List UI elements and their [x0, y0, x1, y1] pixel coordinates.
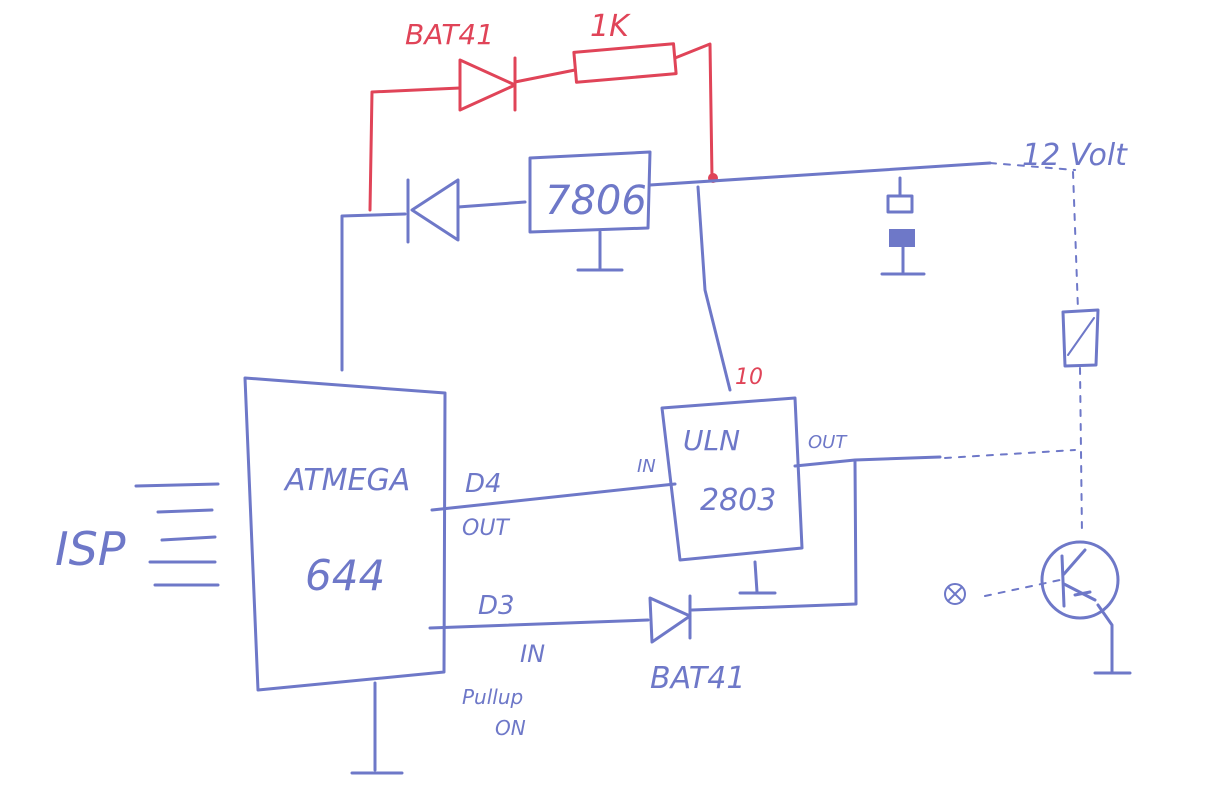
label-on: ON	[495, 716, 526, 740]
wire-diode-7806	[456, 200, 527, 209]
label-d4: D4	[465, 469, 502, 499]
red-wire-left	[368, 86, 462, 212]
label-uln: ULN	[683, 424, 740, 457]
regulator-7806	[528, 150, 652, 234]
capacitor-plate-bottom	[889, 229, 915, 247]
label-bat41-bottom: BAT41	[650, 661, 745, 696]
wire-uln-out	[793, 455, 942, 468]
transistor-emitter	[1062, 582, 1097, 602]
label-1k: 1K	[590, 9, 631, 44]
label-d3: D3	[478, 591, 515, 621]
isp-line-3	[160, 535, 217, 542]
label-isp: ISP	[55, 522, 126, 576]
isp-line-1	[134, 482, 220, 488]
lamp-symbol-cross	[947, 586, 963, 602]
label-pullup: Pullup	[462, 685, 523, 709]
bat41-diode-top-body	[458, 58, 517, 112]
wire-rail-uln-pin10	[696, 185, 732, 392]
uln-ground-lead	[753, 560, 759, 594]
blue-circuit	[134, 150, 1132, 775]
wire-d3-bat41	[428, 618, 650, 630]
lamp-symbol	[944, 583, 966, 605]
transistor-emitter-arrow	[1073, 590, 1092, 597]
label-uln-out: OUT	[808, 432, 848, 453]
label-pin-10: 10	[735, 365, 763, 390]
capacitor-plate-top	[886, 194, 914, 214]
label-644: 644	[305, 551, 385, 600]
transistor-circle	[1040, 540, 1120, 620]
schematic-labels: BAT41 1K 7806 12 Volt ATMEGA 644 ISP ULN…	[55, 9, 1128, 740]
relay-lead-top	[1072, 171, 1079, 311]
red-wire-diode-resistor	[513, 68, 577, 84]
label-d3-in: IN	[520, 640, 545, 668]
atmega-644-chip	[243, 376, 447, 692]
supply-diode-body	[410, 178, 460, 242]
red-wire-right	[673, 42, 714, 180]
wire-atmega-vcc	[340, 212, 407, 372]
transistor-emitter-lead	[1096, 603, 1114, 674]
wire-out-to-bat41	[690, 460, 858, 612]
isp-line-2	[156, 508, 214, 514]
label-d4-out: OUT	[462, 516, 510, 541]
relay-coil-diagonal	[1067, 317, 1095, 356]
bat41-diode-bottom-body	[648, 596, 692, 644]
relay-lead-bottom	[1079, 367, 1083, 536]
resistor-1k	[572, 42, 678, 84]
label-2803: 2803	[700, 483, 776, 518]
label-uln-in: IN	[637, 456, 656, 477]
rail-12v	[648, 161, 992, 187]
red-feedback-path	[368, 42, 718, 212]
transistor-base-lead	[984, 579, 1061, 597]
label-7806: 7806	[545, 178, 647, 224]
label-atmega: ATMEGA	[283, 463, 410, 498]
wire-d4-uln-in	[430, 482, 677, 512]
uln-2803-chip	[660, 396, 804, 562]
wire-uln-out-dashed	[944, 449, 1076, 459]
transistor-base-bar	[1060, 554, 1066, 608]
transistor-collector	[1062, 548, 1087, 576]
label-bat41-top: BAT41	[405, 18, 494, 51]
label-12-volt: 12 Volt	[1022, 138, 1128, 173]
rail-12v-dashed	[989, 162, 1076, 171]
relay-coil	[1061, 308, 1100, 368]
